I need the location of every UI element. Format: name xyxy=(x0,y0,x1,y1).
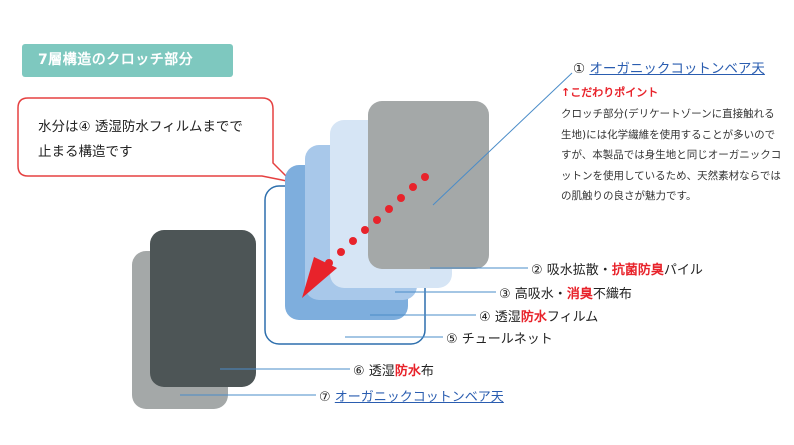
layer-4-text-post: フィルム xyxy=(546,310,599,325)
layer-2-number: ② xyxy=(531,263,543,278)
callout-bubble xyxy=(17,97,295,184)
layer-2-highlight: 抗菌防臭 xyxy=(611,263,664,278)
leader-lines xyxy=(180,72,573,396)
callout-line-1: 水分は④ 透湿防水フィルムまでで xyxy=(38,119,243,135)
diagram-title: 7層構造のクロッチ部分 xyxy=(22,44,233,77)
layer-2-text-post: パイル xyxy=(663,263,703,278)
layer-3-number: ③ xyxy=(499,287,511,302)
layer-5-number: ⑤ xyxy=(446,332,458,347)
layer-1-description: クロッチ部分(デリケートゾーンに直接触れる生地)には化学繊維を使用することが多い… xyxy=(561,108,782,202)
layer-6-number: ⑥ xyxy=(353,364,365,379)
layer-6-highlight: 防水 xyxy=(394,364,421,379)
layer-5-label: ⑤ チュールネット xyxy=(446,328,553,347)
layer-1-organic-cotton xyxy=(368,101,489,269)
layer-1-number: ① xyxy=(573,61,586,77)
layer-4-label: ④ 透湿防水フィルム xyxy=(479,306,598,325)
layer-5-text: チュールネット xyxy=(461,332,553,347)
layer-2-label: ② 吸水拡散・抗菌防臭パイル xyxy=(531,259,703,278)
layer-7-link[interactable]: オーガニックコットンベア天 xyxy=(334,390,504,405)
layer-6-text-pre: 透湿 xyxy=(368,364,395,379)
layer-4-text-pre: 透湿 xyxy=(494,310,521,325)
layer-1-link[interactable]: オーガニックコットンベア天 xyxy=(589,61,765,77)
moisture-arrow xyxy=(302,173,429,298)
layer-3-highlight: 消臭 xyxy=(566,287,593,302)
highlight-tag: ↑こだわりポイント xyxy=(561,86,659,99)
layer-2-text-pre: 吸水拡散・ xyxy=(546,263,612,278)
callout-line-2: 止まる構造です xyxy=(38,144,133,160)
layer-1-label: ① オーガニックコットンベア天 xyxy=(573,57,765,77)
layer-6-label: ⑥ 透湿防水布 xyxy=(353,360,434,379)
layer-3-text-pre: 高吸水・ xyxy=(514,287,567,302)
layer-6-waterproof-cloth xyxy=(150,230,256,387)
layer-7-label: ⑦ オーガニックコットンベア天 xyxy=(319,386,504,405)
layer-3-label: ③ 高吸水・消臭不織布 xyxy=(499,283,632,302)
layer-4-number: ④ xyxy=(479,310,491,325)
callout-text: 水分は④ 透湿防水フィルムまでで 止まる構造です xyxy=(38,115,278,165)
layer-7-number: ⑦ xyxy=(319,390,331,405)
layer-6-text-post: 布 xyxy=(420,364,434,379)
layer-3-text-post: 不織布 xyxy=(592,287,632,302)
layer-4-highlight: 防水 xyxy=(520,310,547,325)
